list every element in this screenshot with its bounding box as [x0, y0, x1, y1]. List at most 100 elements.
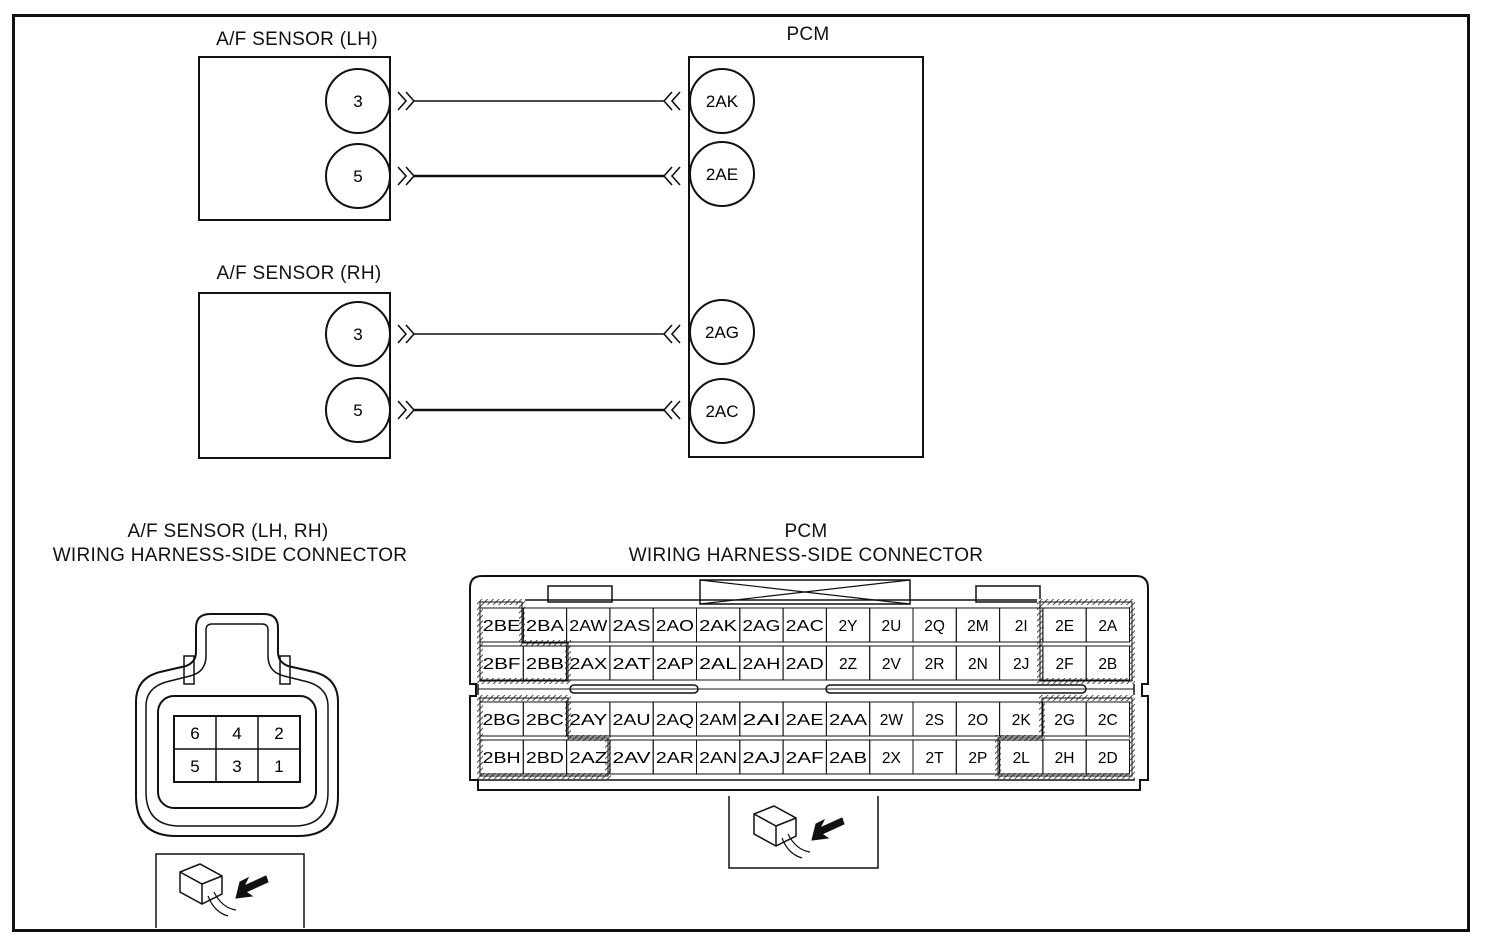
wire-rh-3-to-2ag: 3 2AG	[325, 299, 755, 367]
rh-pin-5-circle	[325, 377, 391, 443]
pcm-pin-label: 2AQ	[656, 712, 694, 729]
pcm-pin-label: 2AZ	[569, 750, 607, 767]
pcm-pin-label: 2AK	[699, 618, 738, 635]
pcm-box	[688, 56, 924, 458]
pcm-pin-label: 2D	[1098, 750, 1118, 767]
sensor-pin-5: 5	[190, 757, 199, 776]
male-terminal-icon	[397, 324, 416, 344]
pcm-pin-label: 2AM	[699, 712, 737, 729]
pcm-pin-label: 2BD	[526, 750, 564, 767]
lh-sensor-box	[198, 56, 391, 221]
pcm-pin-label: 2T	[926, 750, 945, 767]
pcm-pin-label: 2B	[1098, 656, 1117, 673]
lh-pin-3-label: 3	[353, 92, 362, 111]
pcm-pin-2ac-label: 2AC	[705, 402, 738, 421]
pcm-pin-cell	[1085, 701, 1130, 737]
pcm-pin-label: 2Y	[839, 618, 858, 635]
female-terminal-icon	[662, 91, 681, 111]
lh-pin-5-label: 5	[353, 167, 362, 186]
pcm-pin-label: 2N	[968, 656, 988, 673]
pcm-pin-label: 2AD	[786, 656, 824, 673]
pcm-pin-label: 2BB	[526, 656, 564, 673]
pcm-pin-label: 2X	[882, 750, 902, 767]
harness-side-connector-icon	[728, 796, 879, 869]
sensor-connector-title: A/F SENSOR (LH, RH)	[127, 521, 329, 542]
pcm-pin-label: 2AL	[699, 656, 738, 673]
pcm-pin-label: 2AW	[569, 618, 607, 635]
pcm-pin-2ae-circle	[689, 141, 755, 207]
sensor-pin-3: 3	[232, 757, 241, 776]
pcm-pin-label: 2AY	[569, 712, 607, 729]
pcm-pin-label: 2AS	[613, 618, 651, 635]
pcm-pin-label: 2P	[968, 750, 987, 767]
pcm-pin-label: 2BC	[526, 712, 564, 729]
pcm-pin-label: 2W	[880, 712, 904, 729]
pcm-pin-cell	[1085, 607, 1130, 643]
pcm-pin-2ae-label: 2AE	[706, 165, 738, 184]
pcm-pin-2ac-circle	[689, 378, 755, 444]
sensor-pin-6: 6	[190, 724, 199, 743]
pcm-pin-label: 2AJ	[742, 750, 780, 767]
pcm-pin-label: 2AX	[569, 656, 608, 673]
sensor-pin-1: 1	[274, 757, 283, 776]
sensor-pin-4: 4	[232, 724, 241, 743]
pcm-pin-label: 2S	[925, 712, 944, 729]
pcm-pin-label: 2AT	[613, 656, 652, 673]
pcm-pin-label: 2AV	[613, 750, 652, 767]
pcm-pin-2ak-circle	[689, 68, 755, 134]
pcm-pin-label: 2AO	[656, 618, 694, 635]
harness-side-connector-icon	[155, 853, 305, 928]
female-terminal-icon	[662, 324, 681, 344]
male-terminal-icon	[397, 91, 416, 111]
lh-pin-3-circle	[325, 68, 391, 134]
pcm-title: PCM	[786, 24, 830, 45]
sensor-pin-2: 2	[274, 724, 283, 743]
pcm-pin-label: 2AI	[742, 712, 780, 729]
pcm-pin-label: 2O	[968, 712, 989, 729]
pcm-pin-label: 2AA	[829, 712, 868, 729]
pcm-pin-label: 2E	[1055, 618, 1074, 635]
pcm-connector-title: PCM	[784, 521, 828, 542]
pcm-pin-label: 2BH	[483, 750, 521, 767]
pcm-pin-2ag-circle	[689, 299, 755, 365]
rh-sensor-title: A/F SENSOR (RH)	[216, 263, 382, 284]
pcm-pin-label: 2AU	[613, 712, 651, 729]
pcm-pin-label: 2AR	[656, 750, 694, 767]
rh-pin-3-label: 3	[353, 325, 362, 344]
pcm-pin-label: 2BA	[526, 618, 565, 635]
pcm-pin-label: 2I	[1015, 618, 1028, 635]
rh-pin-3-circle	[325, 301, 391, 367]
pcm-pin-label: 2F	[1056, 656, 1074, 673]
sensor-connector-subtitle: WIRING HARNESS-SIDE CONNECTOR	[52, 545, 408, 566]
pcm-pin-label: 2BE	[483, 618, 521, 635]
pcm-pin-label: 2BF	[483, 656, 521, 673]
pcm-pin-label: 2V	[882, 656, 902, 673]
female-terminal-icon	[662, 166, 681, 186]
pcm-pin-label: 2C	[1098, 712, 1118, 729]
wire-lh-5-to-2ae: 5 2AE	[325, 141, 755, 209]
male-terminal-icon	[397, 166, 416, 186]
male-terminal-icon	[397, 400, 416, 420]
wire-lh-3-to-2ak: 3 2AK	[325, 68, 755, 134]
pcm-pin-label: 2AG	[742, 618, 780, 635]
pcm-pin-label: 2AE	[786, 712, 824, 729]
pcm-pin-label: 2L	[1013, 750, 1031, 767]
rh-pin-5-label: 5	[353, 401, 362, 420]
pcm-pin-cell	[1085, 645, 1130, 681]
pcm-pin-label: 2A	[1098, 618, 1118, 635]
diagram-frame	[12, 14, 1470, 932]
pcm-pin-label: 2K	[1012, 712, 1032, 729]
pcm-pin-label: 2BG	[483, 712, 521, 729]
pcm-pin-label: 2AF	[786, 750, 824, 767]
female-terminal-icon	[662, 400, 681, 420]
lh-pin-5-circle	[325, 143, 391, 209]
pcm-pin-label: 2AC	[786, 618, 824, 635]
sensor-connector-face: 6 4 2 5 3 1	[135, 613, 339, 837]
wire-rh-5-to-2ac: 5 2AC	[325, 377, 755, 444]
pcm-pin-label: 2U	[881, 618, 901, 635]
pcm-pin-label: 2Q	[924, 618, 945, 635]
lh-sensor-title: A/F SENSOR (LH)	[216, 29, 378, 50]
